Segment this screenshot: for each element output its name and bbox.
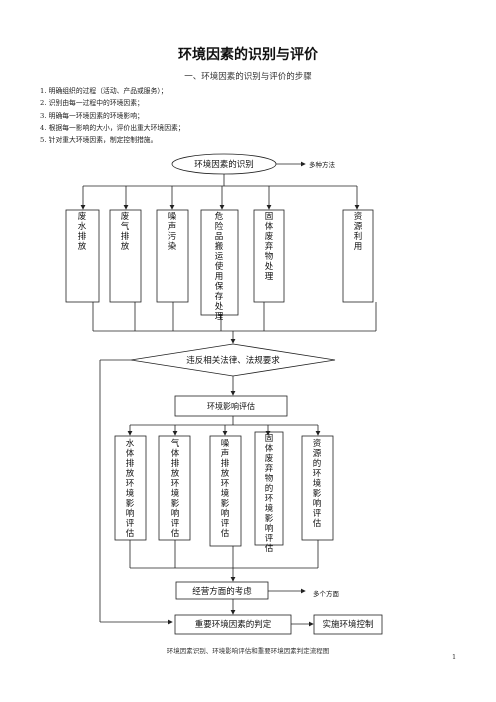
assessment-box-label: 固体废弃物的环境影响评估 (265, 434, 274, 554)
category-box-label: 资源利用 (354, 211, 363, 252)
judge-label: 重要环境因素的判定 (195, 619, 272, 630)
steps-list: 1. 明确组织的过程（活动、产品或服务）； 2. 识别由每一过程中的环境因素； … (40, 85, 185, 146)
category-box-label: 噪声污染 (168, 212, 177, 252)
identify-label: 环境因素的识别 (194, 159, 254, 170)
section-subtitle: 一、环境因素的识别与评价的步骤 (184, 72, 312, 82)
figure-caption: 环境因素识别、环境影响评估和重要环境因素判定流程图 (166, 647, 330, 655)
page-title: 环境因素的识别与评价 (178, 47, 318, 63)
category-box-label: 废气排放 (121, 211, 130, 252)
category-labels: 废水排放 废气排放 噪声污染 危险品搬运使用保存处理 固体废弃物处理 资源利用 (78, 211, 363, 322)
category-box-label: 固体废弃物处理 (265, 212, 274, 282)
step-item: 1. 明确组织的过程（活动、产品或服务）； (40, 87, 168, 95)
assessment-box-label: 噪声排放环境影响评估 (221, 439, 230, 539)
assessment-box-label: 水体排放环境影响评估 (126, 438, 135, 539)
category-box-label: 危险品搬运使用保存处理 (215, 211, 224, 322)
impact-label: 环境影响评估 (207, 401, 255, 411)
assessment-labels: 水体排放环境影响评估 气体排放环境影响评估 噪声排放环境影响评估 固体废弃物的环境影响… (126, 434, 322, 554)
step-item: 2. 识别由每一过程中的环境因素； (40, 99, 144, 108)
business-note: 多个方面 (313, 589, 340, 598)
step-item: 3. 明确每一环境因素的环境影响； (40, 111, 144, 120)
assessment-box-label: 资源的环境影响评估 (313, 438, 322, 529)
identify-note: 多种方法 (309, 160, 336, 169)
step-item: 5. 针对重大环境因素，制定控制措施。 (40, 136, 158, 145)
assessment-box-label: 气体排放环境影响评估 (171, 438, 180, 539)
page-number: 1 (452, 653, 457, 661)
step-item: 4. 根据每一影响的大小，评价出重大环境因素； (40, 123, 185, 132)
business-label: 经营方面的考虑 (192, 586, 252, 597)
control-label: 实施环境控制 (322, 619, 373, 630)
law-label: 违反相关法律、法规要求 (186, 355, 280, 366)
category-box-label: 废水排放 (78, 211, 87, 252)
